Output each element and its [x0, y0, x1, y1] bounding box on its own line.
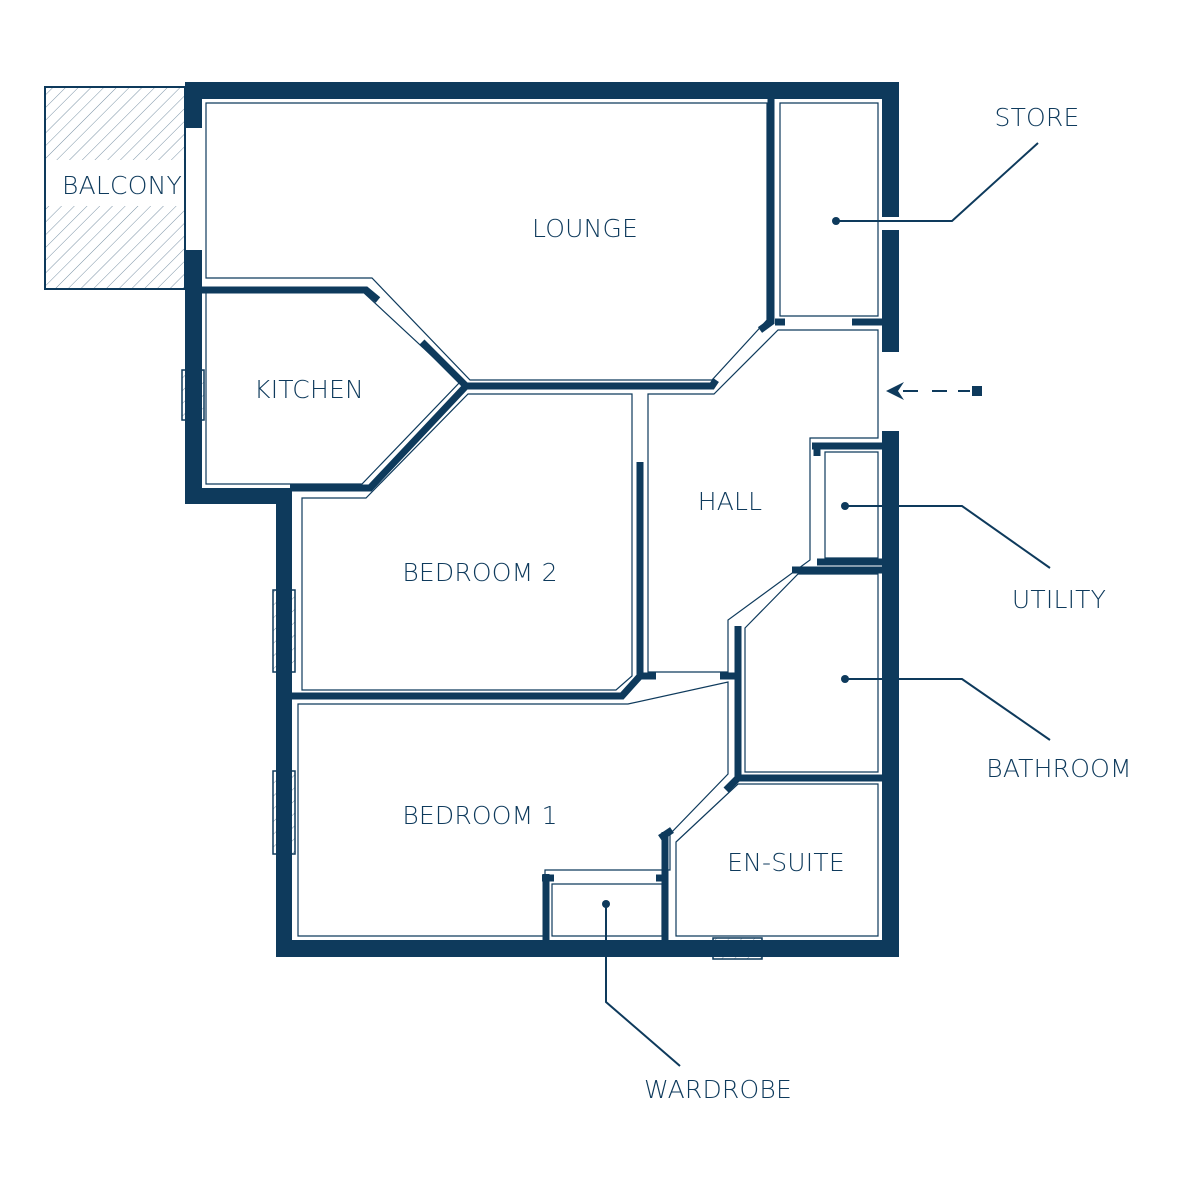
wardrobe-leader	[605, 904, 681, 1067]
lounge-label: LOUNGE	[532, 214, 638, 243]
bathroom-dot	[841, 675, 849, 683]
balcony	[44, 86, 186, 290]
entrance-arrow-icon	[886, 382, 982, 400]
kitchen-label: KITCHEN	[254, 375, 364, 404]
kitchen-window	[181, 369, 205, 421]
windows	[181, 369, 763, 960]
utility-leader	[845, 505, 1051, 569]
room-labels: BALCONY LOUNGE STORE KITCHEN HALL BEDROO…	[62, 103, 1132, 1104]
bathroom-label: BATHROOM	[986, 754, 1132, 783]
leader-lines	[602, 142, 1051, 1067]
utility-dot	[841, 502, 849, 510]
wardrobe-dot	[602, 900, 610, 908]
store-dot	[832, 217, 840, 225]
store-leader	[836, 142, 1039, 222]
bathroom-leader	[845, 678, 1051, 741]
bedroom-1-window	[272, 770, 296, 855]
hall-label: HALL	[698, 487, 763, 516]
en-suite-window	[712, 937, 763, 960]
balcony-label: BALCONY	[62, 171, 182, 200]
bedroom-2-label: BEDROOM 2	[402, 558, 557, 587]
bedroom-2-window	[272, 589, 296, 673]
store-label: STORE	[995, 103, 1080, 132]
en-suite-label: EN-SUITE	[727, 848, 845, 877]
interior-walls	[202, 98, 885, 945]
bedroom-1-label: BEDROOM 1	[402, 801, 557, 830]
wardrobe-label: WARDROBE	[644, 1075, 792, 1104]
utility-label: UTILITY	[1012, 585, 1106, 614]
